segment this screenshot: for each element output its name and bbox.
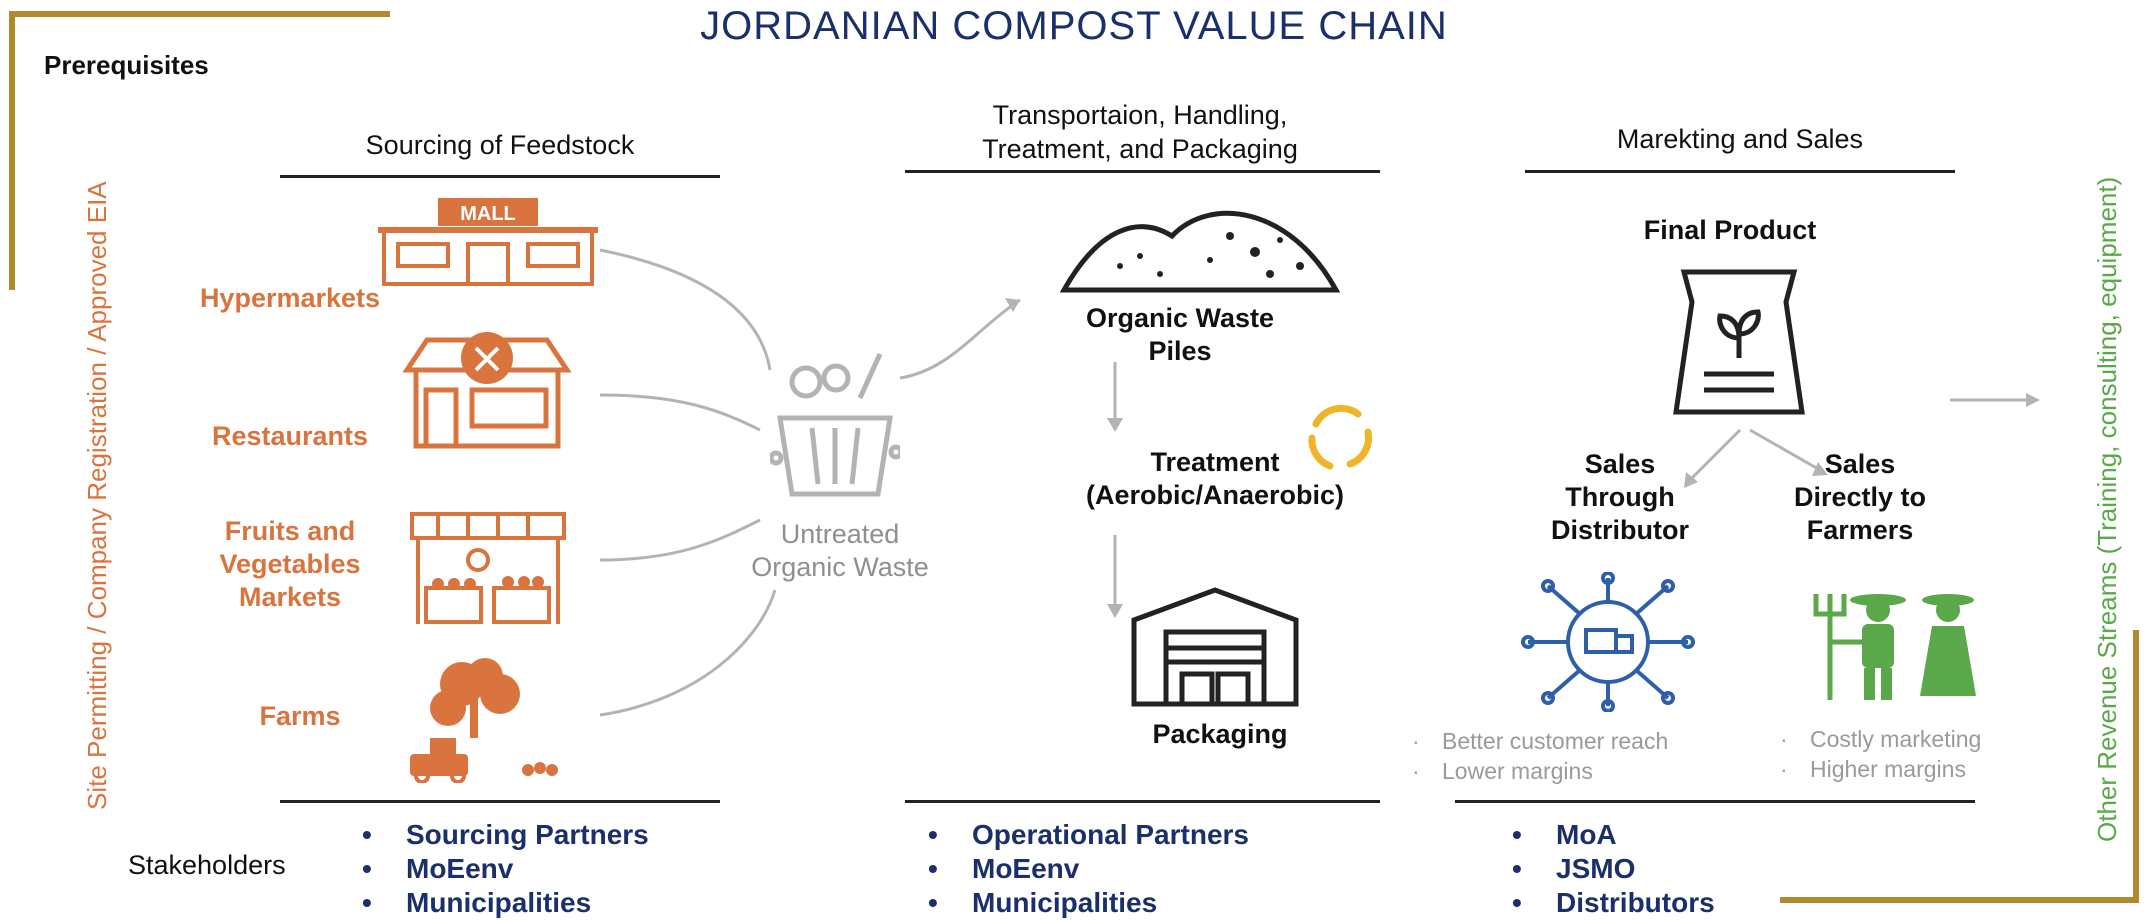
transport-heading: Transportaion, Handling, Treatment, and … — [900, 98, 1380, 166]
distributor-line3: Distributor — [1551, 515, 1689, 545]
mall-icon: MALL — [378, 198, 598, 286]
stakeholder-item: Distributors — [1512, 886, 1715, 920]
stakeholder-item: MoEenv — [362, 852, 649, 886]
right-side-label: Other Revenue Streams (Training, consult… — [2092, 176, 2122, 842]
farm-icon — [410, 658, 558, 783]
transport-stakeholders: Operational Partners MoEenv Municipaliti… — [928, 818, 1249, 920]
sourcing-heading-rule — [280, 175, 720, 178]
stakeholder-item: Municipalities — [362, 886, 649, 920]
direct-line1: Sales — [1824, 449, 1896, 479]
stakeholder-item: MoA — [1512, 818, 1715, 852]
restaurants-label: Restaurants — [211, 421, 369, 451]
mall-sign-text: MALL — [460, 203, 516, 225]
direct-sales-label: Sales Directly to Farmers — [1760, 448, 1960, 547]
sourcing-heading: Sourcing of Feedstock — [365, 130, 635, 160]
piles-label: Organic Waste Piles — [1040, 302, 1320, 368]
direct-line3: Farmers — [1806, 515, 1914, 545]
recycle-cycle-icon — [1308, 404, 1373, 470]
left-side-label: Site Permitting / Company Registration /… — [82, 181, 112, 810]
waste-bin-icon — [770, 352, 900, 497]
stakeholder-item: MoEenv — [928, 852, 1249, 886]
diagram-title: JORDANIAN COMPOST VALUE CHAIN — [700, 4, 1448, 48]
direct-con: Higher margins — [1810, 756, 1966, 782]
distributor-pro: Better customer reach — [1442, 728, 1669, 754]
transport-heading-line1: Transportaion, Handling, — [992, 100, 1288, 130]
untreated-line1: Untreated — [780, 519, 900, 549]
hypermarkets-label: Hypermarkets — [199, 283, 381, 313]
warehouse-icon — [1131, 587, 1299, 707]
farmers-icon — [1813, 594, 1976, 700]
piles-line2: Piles — [1148, 336, 1212, 366]
distributor-con: Lower margins — [1442, 758, 1593, 784]
direct-notes: ·Costly marketing ·Higher margins — [1780, 726, 1982, 782]
direct-line2: Directly to — [1793, 482, 1927, 512]
treatment-label: Treatment (Aerobic/Anaerobic) — [1050, 446, 1380, 512]
transport-heading-line2: Treatment, and Packaging — [982, 134, 1298, 164]
marketing-heading-rule — [1525, 170, 1955, 173]
markets-label-line2: Vegetables — [219, 549, 361, 579]
prerequisites-label: Prerequisites — [44, 50, 209, 80]
distributor-line2: Through — [1565, 482, 1675, 512]
final-product-label: Final Product — [1643, 215, 1817, 245]
stakeholder-item: Sourcing Partners — [362, 818, 649, 852]
untreated-waste-label: Untreated Organic Waste — [720, 518, 960, 584]
stakeholder-item: JSMO — [1512, 852, 1715, 886]
markets-label-line1: Fruits and — [224, 516, 356, 546]
direct-pro: Costly marketing — [1810, 726, 1982, 752]
farms-label: Farms — [259, 701, 341, 731]
markets-label-line3: Markets — [238, 582, 342, 612]
market-stall-icon — [410, 512, 566, 624]
stakeholders-label: Stakeholders — [128, 850, 286, 880]
restaurant-icon — [402, 332, 572, 449]
distribution-network-icon — [1521, 572, 1695, 712]
distributor-line1: Sales — [1584, 449, 1656, 479]
untreated-line2: Organic Waste — [751, 552, 929, 582]
marketing-stakeholders: MoA JSMO Distributors — [1512, 818, 1715, 920]
transport-heading-rule — [905, 170, 1380, 173]
markets-label: Fruits and Vegetables Markets — [180, 515, 400, 614]
fertilizer-bag-icon — [1673, 269, 1805, 415]
sourcing-stakeholders: Sourcing Partners MoEenv Municipalities — [362, 818, 649, 920]
distributor-notes: ·Better customer reach ·Lower margins — [1412, 728, 1669, 784]
transport-bottom-rule — [905, 800, 1380, 803]
stakeholder-item: Operational Partners — [928, 818, 1249, 852]
sourcing-bottom-rule — [280, 800, 720, 803]
piles-line1: Organic Waste — [1085, 303, 1275, 333]
treatment-line2: (Aerobic/Anaerobic) — [1085, 480, 1345, 510]
packaging-label: Packaging — [1152, 719, 1288, 749]
marketing-heading: Marekting and Sales — [1616, 124, 1864, 154]
stakeholder-item: Municipalities — [928, 886, 1249, 920]
marketing-bottom-rule — [1455, 800, 1975, 803]
treatment-line1: Treatment — [1150, 447, 1280, 477]
waste-piles-icon — [1060, 210, 1340, 293]
distributor-sales-label: Sales Through Distributor — [1520, 448, 1720, 547]
